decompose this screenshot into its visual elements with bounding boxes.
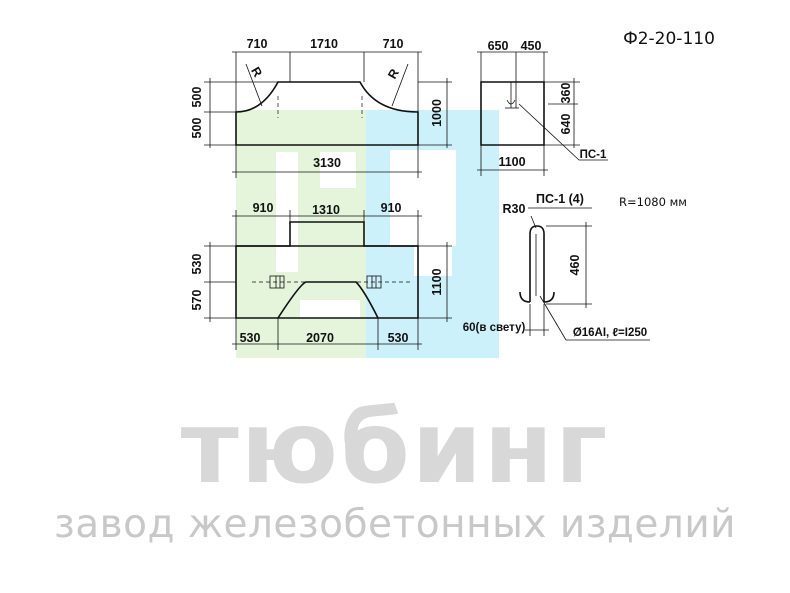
loop-spec: Ø16AI, ℓ=I250: [573, 327, 647, 339]
loop-height: 460: [568, 255, 582, 276]
front-dim-left: 710: [247, 37, 268, 51]
loop-clear-width: 60(в свету): [463, 322, 526, 334]
plan-dim-bottom-middle: 2070: [306, 331, 334, 345]
front-height-total: 1000: [430, 99, 444, 127]
front-view: [204, 51, 452, 178]
lifting-loop-detail: [519, 207, 650, 341]
plan-height-upper: 530: [190, 254, 204, 275]
side-dim-left: 650: [488, 39, 509, 53]
brand-tagline: завод железобетонных изделий: [53, 502, 737, 547]
side-height-lower: 640: [559, 114, 573, 135]
side-part-label: ПС-1: [580, 149, 607, 161]
radius-note: R=1080 мм: [619, 195, 687, 209]
front-length: 3130: [313, 156, 341, 170]
side-width: 1100: [498, 155, 525, 169]
plan-height-total: 1100: [430, 268, 444, 295]
front-height-upper: 500: [190, 87, 204, 108]
plan-dim-top-middle: 1310: [312, 203, 340, 217]
side-view: [477, 51, 608, 176]
plan-dim-top-right: 910: [381, 201, 402, 215]
logo-watermark: [236, 110, 499, 358]
front-dim-middle: 1710: [310, 37, 338, 51]
front-dim-right: 710: [383, 37, 404, 51]
side-dim-right: 450: [521, 39, 542, 53]
plan-height-lower: 570: [190, 290, 204, 311]
brand-name: тюбинг: [180, 389, 610, 506]
front-radius-right: R: [385, 67, 402, 82]
front-height-lower: 500: [190, 118, 204, 139]
plan-dim-bottom-right: 530: [388, 331, 409, 345]
plan-view: [204, 210, 452, 350]
loop-radius: R30: [503, 202, 526, 216]
plan-dim-bottom-left: 530: [240, 331, 261, 345]
product-code: Ф2-20-110: [623, 29, 715, 49]
plan-dim-top-left: 910: [253, 201, 274, 215]
side-height-upper: 360: [559, 83, 573, 104]
loop-title: ПС-1 (4): [536, 192, 584, 206]
